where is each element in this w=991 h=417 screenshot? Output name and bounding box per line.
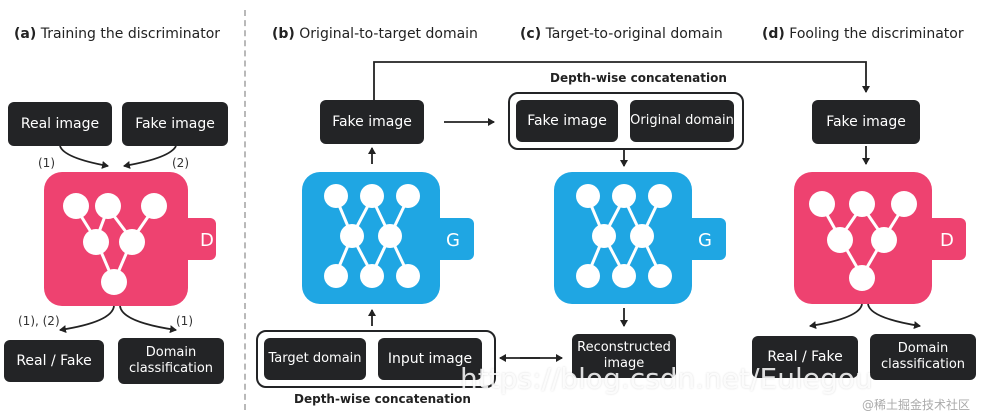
concat-label-bottom: Depth-wise concatenation — [294, 392, 471, 406]
step-label-2: (2) — [172, 156, 189, 170]
step-label-1: (1) — [38, 156, 55, 170]
panel-c-arrows — [499, 150, 628, 362]
original-domain-box: Original domain — [630, 100, 734, 142]
fake-image-box-d: Fake image — [812, 100, 920, 144]
fake-image-box-b: Fake image — [320, 100, 424, 144]
real-fake-output-d: Real / Fake — [752, 336, 858, 378]
fake-image-box-a: Fake image — [122, 102, 228, 146]
url-watermark: https://blog.csdn.net/Eulegou — [460, 362, 873, 395]
domain-classification-output-a: Domain classification — [118, 338, 224, 384]
real-fake-output-a: Real / Fake — [4, 340, 104, 382]
discriminator-network-a — [44, 172, 216, 306]
target-domain-box: Target domain — [264, 338, 366, 380]
fake-image-box-c: Fake image — [516, 100, 618, 142]
generator-network-b — [302, 172, 474, 304]
step-label-1-2: (1), (2) — [18, 314, 60, 328]
discriminator-network-d — [794, 172, 966, 304]
domain-classification-output-d: Domain classification — [870, 334, 976, 380]
d-label-a: D — [200, 230, 214, 251]
concat-label-top: Depth-wise concatenation — [550, 71, 727, 85]
panel-d-title: (d) Fooling the discriminator — [762, 26, 964, 42]
step-label-1b: (1) — [176, 314, 193, 328]
generator-network-c — [554, 172, 726, 304]
panel-a-title: (a) Training the discriminator — [14, 26, 221, 42]
input-image-box: Input image — [378, 338, 482, 380]
real-image-box: Real image — [8, 102, 112, 146]
panel-b-title: (b) Original-to-target domain — [272, 26, 478, 42]
g-label-b: G — [446, 230, 460, 251]
g-label-c: G — [698, 230, 712, 251]
d-label-d: D — [940, 230, 954, 251]
panel-a-arrows — [59, 145, 177, 334]
panel-b-arrows — [368, 61, 870, 326]
site-watermark: @稀土掘金技术社区 — [862, 398, 971, 412]
reconstructed-image-box: Reconstructed image — [572, 334, 676, 378]
panel-d-arrows — [809, 146, 921, 330]
panel-c-title: (c) Target-to-original domain — [520, 26, 723, 42]
panel-divider — [244, 10, 246, 410]
